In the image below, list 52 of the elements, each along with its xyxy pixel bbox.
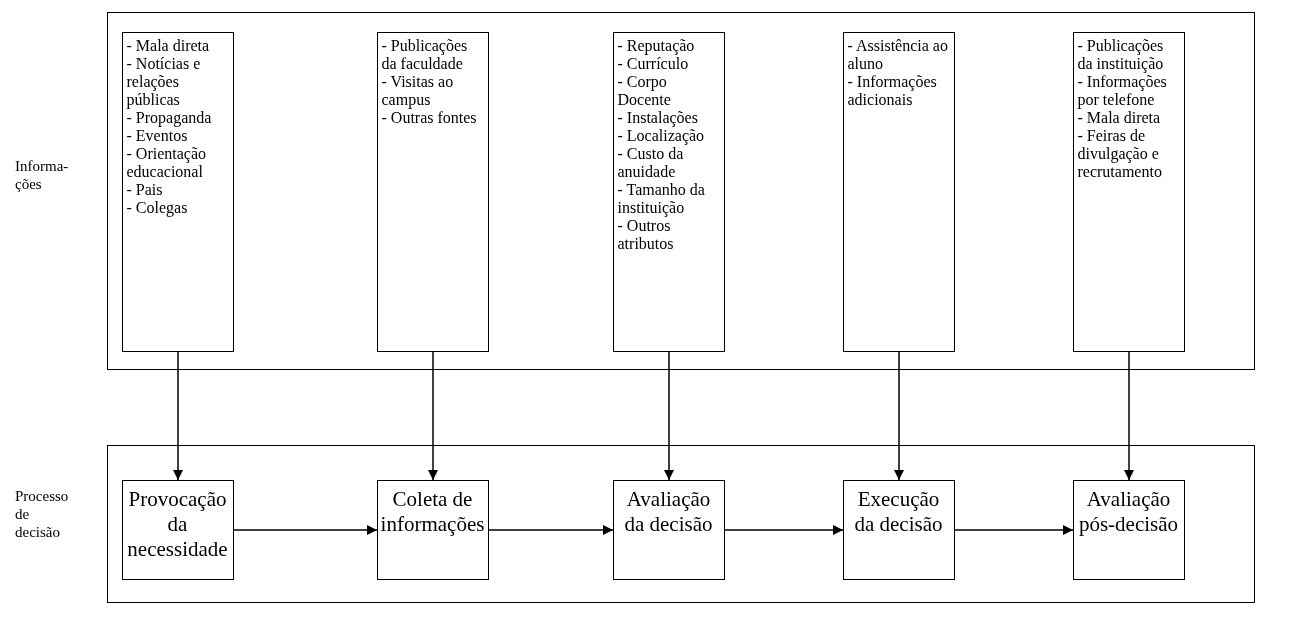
arrow [488,524,614,536]
list-item: - Publicações da instituição [1077,36,1165,73]
list-item: - Colegas [126,198,189,217]
process-label: Avaliação da decisão [623,486,714,537]
list-item: - Orientação educacional [126,144,207,181]
process-label: Provocação da necessidade [126,486,229,562]
list-item: - Custo da anuidade [617,144,684,181]
list-item: - Propaganda [126,108,213,127]
list-item: - Mala direta [1077,108,1162,127]
list-item: - Outras fontes [381,108,478,127]
list-item: - Publicações da faculdade [381,36,469,73]
arrow [724,524,844,536]
list-item: - Notícias e relações públicas [126,54,202,109]
info-box [842,31,955,352]
info-box [612,31,725,352]
list-item: - Mala direta [126,36,211,55]
list-item: - Currículo [617,54,689,73]
process-box [121,479,234,580]
arrow [954,524,1074,536]
list-item: - Tamanho da instituição [617,180,706,217]
info-box [121,31,234,352]
group-frame [107,12,1255,370]
process-box [376,479,489,580]
list-item: - Localização [617,126,706,145]
list-item: - Assistência ao aluno [847,36,949,73]
process-label: Avaliação pós-decisão [1077,486,1180,537]
arrow [893,351,905,481]
arrow [427,351,439,481]
side-label: Informa- ções [15,157,70,193]
arrow [663,351,675,481]
list-item: - Informações adicionais [847,72,938,109]
list-item: - Informações por telefone [1077,72,1168,109]
list-item: - Eventos [126,126,188,145]
list-item: - Instalações [617,108,699,127]
list-item: - Visitas ao campus [381,72,455,109]
process-label: Execução da decisão [853,486,944,537]
process-box [612,479,725,580]
arrow [172,351,184,481]
list-item: - Corpo Docente [617,72,672,109]
process-label: Coleta de informações [379,486,486,537]
list-item: - Feiras de divulgação e recrutamento [1077,126,1163,181]
side-label: Processo de decisão [15,487,70,541]
info-box [1072,31,1185,352]
info-box [376,31,489,352]
process-box [1072,479,1185,580]
arrow [1123,351,1135,481]
process-box [842,479,955,580]
arrow [233,524,378,536]
group-frame [107,445,1255,603]
list-item: - Reputação [617,36,696,55]
list-item: - Pais [126,180,164,199]
list-item: - Outros atributos [617,216,674,253]
